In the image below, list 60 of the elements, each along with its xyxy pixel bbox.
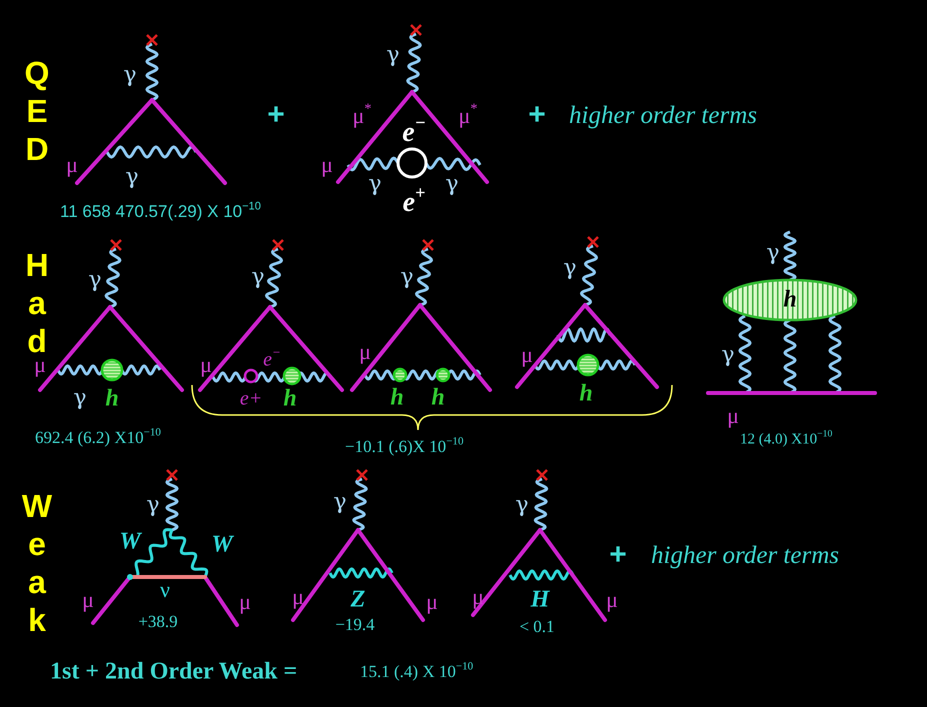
particle-label: μ — [359, 339, 371, 365]
value-label: −19.4 — [335, 615, 375, 635]
particle-label: γ — [123, 62, 137, 88]
particle-label: μ — [82, 587, 94, 613]
particle-label: μ$^{*}$ — [352, 103, 372, 129]
value-label: −10.1 (.6)X 10$^{−10}$ — [345, 437, 464, 457]
particle-label: γ — [125, 164, 139, 190]
particle-label: h — [105, 386, 119, 412]
particle-label: h — [431, 384, 445, 412]
particle-label: ν — [160, 577, 170, 603]
particle-label: γ — [766, 240, 780, 266]
particle-label: h — [579, 380, 593, 408]
particle-label: γ — [146, 492, 160, 518]
particle-label: μ — [426, 589, 438, 615]
equation-label: 1st + 2nd Order Weak = — [50, 658, 298, 686]
particle-label: μ — [292, 584, 304, 610]
particle-label: μ — [727, 403, 739, 429]
particle-label: γ — [386, 42, 400, 68]
term-note: higher order terms — [651, 542, 839, 570]
section-heading: Weak — [21, 487, 53, 639]
plus-sign: + — [267, 98, 285, 132]
value-label: 11 658 470.57(.29) X 10$^{−10}$ — [60, 202, 261, 222]
particle-label: e$^{+}$ — [402, 187, 426, 219]
particle-label: μ — [606, 587, 618, 613]
particle-label: μ — [239, 589, 251, 615]
value-label: 12 (4.0) X10$^{−10}$ — [740, 432, 832, 448]
section-heading: QED — [24, 54, 50, 168]
hadron-blob — [722, 278, 858, 322]
particle-label: γ — [400, 264, 414, 290]
particle-label: μ$^{*}$ — [458, 103, 478, 129]
particle-label: μ — [521, 342, 533, 368]
particle-label: μ — [200, 352, 212, 378]
particle-label: γ — [563, 256, 577, 280]
particle-label: e+ — [240, 388, 262, 410]
term-note: higher order terms — [569, 102, 757, 130]
particle-label: Z — [350, 586, 366, 614]
value-label: 692.4 (6.2) X10$^{−10}$ — [35, 428, 161, 448]
particle-label: h — [283, 386, 297, 412]
particle-label: γ — [515, 492, 529, 518]
particle-label: W — [119, 528, 141, 556]
particle-label: γ — [445, 172, 459, 196]
particle-label: h — [390, 384, 404, 412]
particle-label: γ — [88, 268, 102, 292]
particle-label: μ — [66, 152, 78, 178]
particle-label: γ — [333, 490, 347, 514]
particle-label: γ — [251, 264, 265, 290]
particle-label: W — [211, 532, 233, 558]
particle-label: e$^{−}$ — [263, 348, 281, 372]
particle-label: e$^{−}$ — [402, 117, 426, 149]
value-label: +38.9 — [138, 612, 178, 632]
plus-sign: + — [528, 98, 546, 132]
particle-label: γ — [721, 342, 735, 368]
value-label: < 0.1 — [519, 617, 555, 637]
plus-sign: + — [609, 538, 627, 572]
particle-label: μ — [472, 584, 484, 610]
particle-label: H — [530, 586, 550, 614]
value-label: 15.1 (.4) X 10$^{−10}$ — [360, 662, 474, 682]
particle-label: γ — [73, 386, 87, 410]
particle-label: γ — [368, 172, 382, 196]
particle-label: μ — [321, 152, 333, 178]
